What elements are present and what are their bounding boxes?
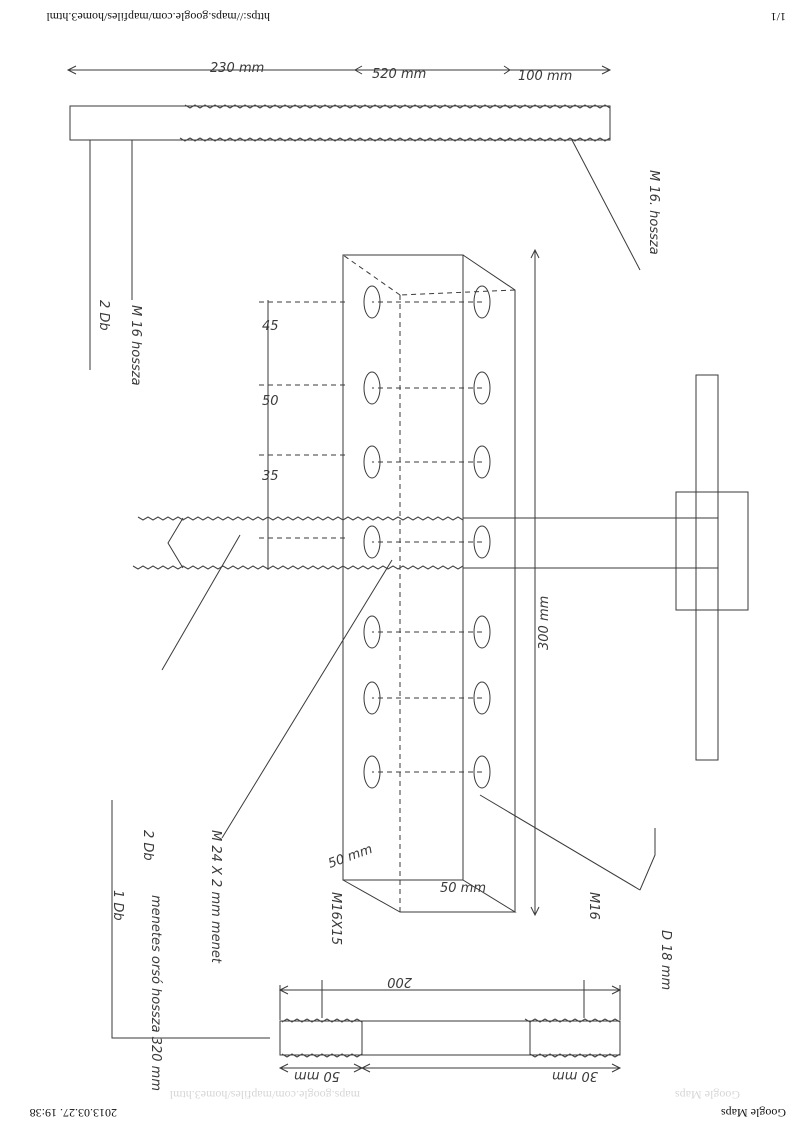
hole-diameter-label: D 18 mm	[658, 930, 673, 990]
screw-thread-bottom	[137, 516, 464, 521]
dim-total-label: 200	[387, 974, 412, 989]
long-rod-thread-left-bottom	[504, 104, 611, 109]
hole-diameter-leader	[479, 794, 656, 891]
short-rod: 200 50 mm 30 mm M16X15 M16 2 Db	[111, 800, 622, 1083]
long-rod-dim-right-label: 100 mm	[518, 69, 572, 84]
short-rod-thread-left-top	[529, 1053, 621, 1058]
long-rod-body	[69, 105, 611, 141]
screw-nut-box	[675, 491, 749, 611]
hole-left-6	[473, 371, 491, 405]
dim-spacing-b: 50	[262, 394, 279, 409]
screw-tip	[167, 517, 184, 569]
short-rod-thread-right-bottom	[281, 1018, 363, 1023]
dim-spacing-a: 35	[262, 469, 279, 484]
screw-note-leader	[161, 534, 241, 671]
long-rod-dim-arrows	[66, 65, 612, 75]
leader-2db-top	[111, 800, 270, 1039]
hole-left-3	[473, 615, 491, 649]
long-rod-label-b: M 16. hossza	[646, 170, 661, 255]
hole-left-7	[473, 285, 491, 319]
block-hidden-edge-c	[342, 254, 401, 296]
hole-left-4	[473, 525, 491, 559]
screw-note: menetes orsó hossza 320 mm	[148, 895, 163, 1091]
hole-left-5	[473, 445, 491, 479]
screw-qty: 1 Db	[110, 890, 125, 921]
hole-left-2	[473, 681, 491, 715]
block-side-edge	[462, 254, 516, 912]
long-rod-thread-right-bottom	[184, 104, 511, 109]
long-rod-thread-right-top	[179, 137, 511, 142]
dim-left-label: 50 mm	[294, 1068, 340, 1083]
long-rod-label-a: M 16 hossza	[128, 305, 143, 386]
label-m16x15: M16X15	[328, 892, 343, 945]
screw-label-leader	[221, 559, 393, 839]
dim-spacing-c: 45	[262, 319, 279, 334]
dim-right-label: 30 mm	[552, 1068, 598, 1083]
short-rod-thread-left-bottom	[524, 1018, 621, 1023]
screw-label: M 24 X 2 mm menet	[208, 830, 223, 964]
long-rod-dim-mid-label: 520 mm	[372, 67, 426, 82]
block-holes	[363, 285, 491, 789]
long-rod-dim-left-label: 230 mm	[210, 61, 264, 76]
long-rod-label-qty: 2 Db	[96, 300, 111, 331]
hole-left-1	[473, 755, 491, 789]
lead-screw: M 24 X 2 mm menet menetes orsó hossza 32…	[110, 374, 749, 1091]
long-rod-leader-b	[571, 139, 641, 271]
block-hidden-edge-b	[399, 289, 516, 296]
short-rod-thread-right-top	[281, 1053, 363, 1058]
long-rod-thread-left-top	[499, 137, 611, 142]
dim-arrows-sections	[278, 1063, 622, 1073]
dim-depth-a-label: 50 mm	[440, 881, 486, 896]
label-m16: M16	[586, 892, 601, 920]
long-rod: 100 mm 520 mm 230 mm M 16 hossza M 16. h…	[66, 61, 661, 386]
perforated-block: 300 mm 50 mm 50 mm 35 50 45 D 18 mm	[255, 248, 673, 990]
block-top-face	[342, 879, 517, 913]
dim-depth-b-label: 50 mm	[326, 842, 374, 872]
label-2db-top: 2 Db	[140, 830, 155, 861]
short-rod-body	[279, 1020, 621, 1056]
screw-thread-top	[132, 565, 464, 570]
screw-handle-bar	[695, 374, 719, 761]
dim-height-label: 300 mm	[537, 596, 552, 650]
dim-height-arrows	[530, 248, 540, 917]
